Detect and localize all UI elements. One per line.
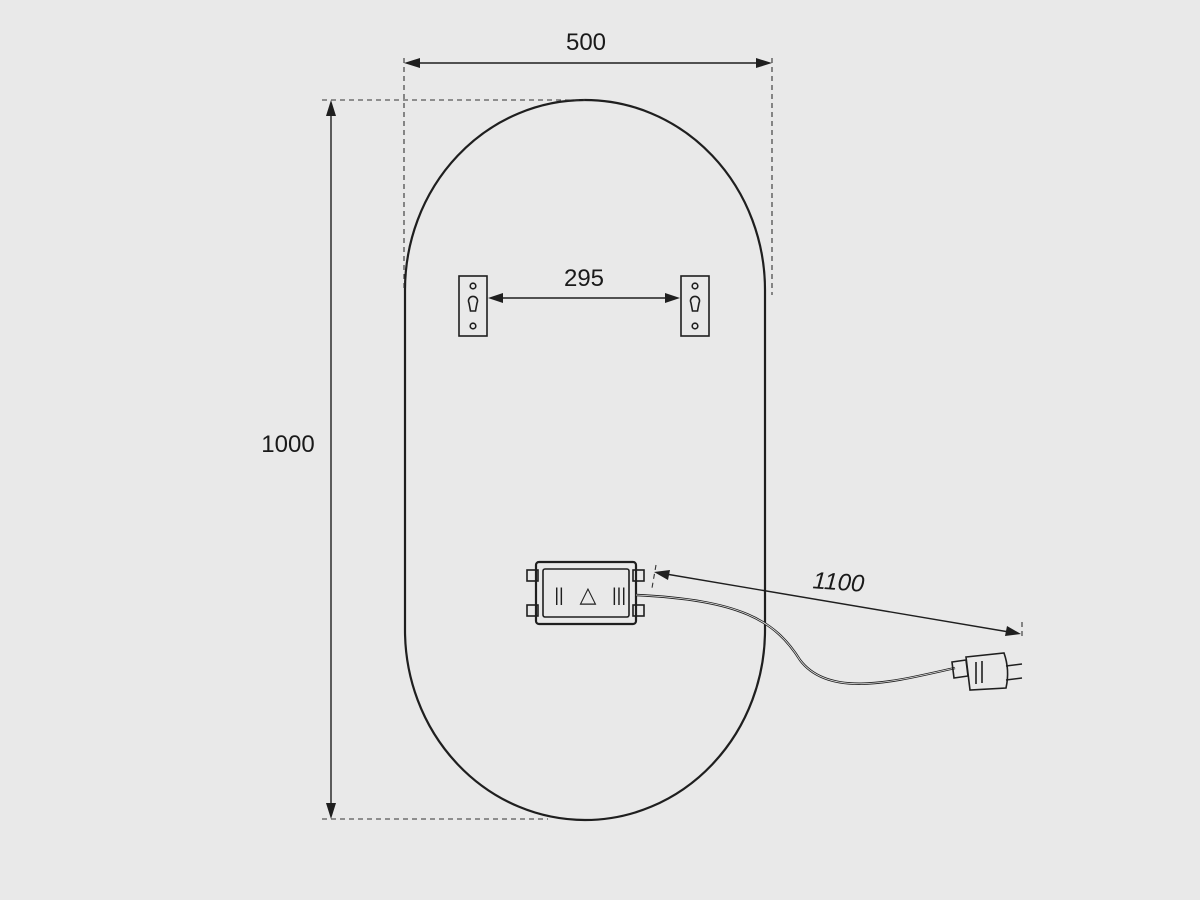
extension-lines	[322, 58, 1023, 820]
cable-length-label: 1100	[812, 567, 866, 598]
height-dimension-label: 1000	[261, 431, 314, 458]
keyhole-bracket-icon	[680, 275, 710, 337]
height-dimension: 1000	[261, 100, 336, 819]
oval-mirror-outline	[403, 98, 767, 822]
control-box: || △ |||	[526, 560, 645, 626]
width-dimension: 500	[404, 29, 772, 68]
power-cable-inner	[635, 594, 956, 685]
power-plug-icon	[951, 652, 1023, 691]
keyhole-bracket-icon	[458, 275, 488, 337]
control-box-symbol-center: △	[580, 583, 597, 608]
power-cable	[635, 593, 956, 685]
control-box-symbol-right: |||	[612, 585, 626, 605]
width-dimension-label: 500	[566, 29, 606, 56]
bracket-spacing-dimension: 295	[488, 265, 680, 303]
control-box-symbol-left: ||	[554, 585, 563, 605]
cable-length-dimension: 1100	[654, 567, 1021, 636]
bracket-spacing-label: 295	[564, 265, 604, 292]
